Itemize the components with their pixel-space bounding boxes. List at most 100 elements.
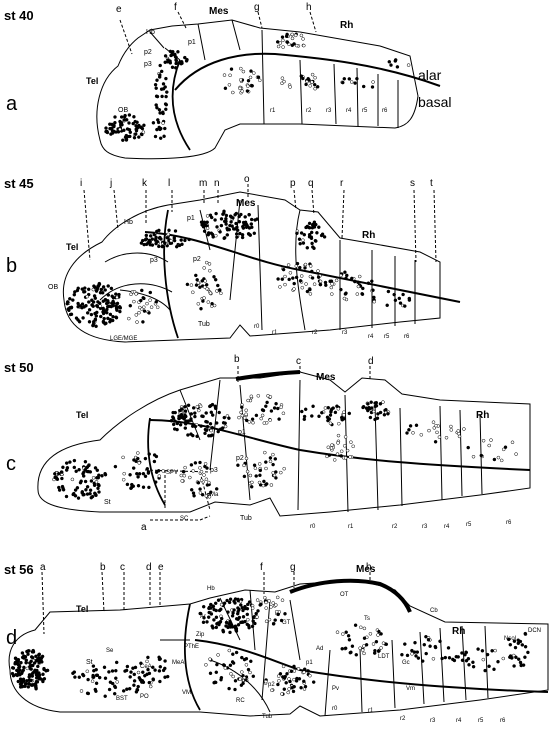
filled-cell-dot (140, 288, 144, 293)
filled-cell-dot (157, 108, 162, 112)
filled-cell-dot (203, 427, 208, 432)
cell-marker-dots (10, 32, 530, 698)
filled-cell-dot (129, 486, 133, 491)
filled-cell-dot (85, 492, 90, 496)
filled-cell-dot (512, 639, 517, 643)
filled-cell-dot (328, 279, 332, 284)
open-cell-dot (342, 444, 347, 448)
open-cell-dot (157, 474, 162, 478)
filled-cell-dot (356, 280, 360, 285)
filled-cell-dot (261, 408, 266, 413)
rhombomere-r1-d: r1 (368, 708, 374, 714)
filled-cell-dot (106, 293, 111, 297)
open-cell-dot (209, 428, 213, 433)
filled-cell-dot (408, 424, 413, 428)
open-cell-dot (250, 480, 254, 485)
filled-cell-dot (241, 608, 245, 613)
filled-cell-dot (196, 481, 201, 485)
filled-cell-dot (302, 232, 307, 237)
filled-cell-dot (16, 679, 21, 684)
filled-cell-dot (187, 237, 191, 242)
filled-cell-dot (108, 680, 113, 684)
filled-cell-dot (374, 639, 379, 644)
filled-cell-dot (400, 652, 404, 657)
filled-cell-dot (405, 431, 409, 435)
filled-cell-dot (37, 673, 42, 677)
filled-cell-dot (304, 225, 308, 230)
rhombomere-r6-b: r6 (404, 334, 410, 340)
filled-cell-dot (447, 656, 452, 660)
region-p3-c: p3 (210, 467, 218, 474)
filled-cell-dot (311, 222, 315, 227)
open-cell-dot (189, 283, 194, 287)
open-cell-dot (302, 670, 306, 674)
filled-cell-dot (128, 675, 132, 679)
open-cell-dot (496, 455, 501, 460)
filled-cell-dot (41, 679, 45, 684)
filled-cell-dot (125, 687, 129, 691)
rhombomere-r4-b: r4 (368, 334, 374, 340)
open-cell-dot (487, 443, 491, 448)
filled-cell-dot (160, 244, 165, 249)
filled-cell-dot (154, 241, 158, 246)
open-cell-dot (456, 429, 461, 433)
open-cell-dot (312, 282, 317, 286)
filled-cell-dot (116, 130, 121, 134)
filled-cell-dot (110, 669, 115, 673)
filled-cell-dot (71, 298, 75, 302)
filled-cell-dot (193, 411, 197, 415)
filled-cell-dot (240, 655, 244, 660)
filled-cell-dot (103, 298, 108, 302)
filled-cell-dot (65, 466, 70, 470)
open-cell-dot (362, 644, 366, 648)
filled-cell-dot (208, 422, 213, 426)
open-cell-dot (204, 477, 209, 482)
filled-cell-dot (71, 492, 75, 497)
filled-cell-dot (179, 238, 183, 242)
open-cell-dot (248, 670, 252, 675)
panel-d (8, 571, 549, 717)
filled-cell-dot (17, 666, 21, 670)
filled-cell-dot (134, 459, 138, 464)
filled-cell-dot (414, 654, 418, 658)
region-p2-a: p2 (144, 49, 152, 56)
filled-cell-dot (344, 630, 348, 634)
section-q-b: q (308, 178, 314, 189)
open-cell-dot (137, 310, 141, 315)
section-d-c: d (368, 356, 374, 367)
open-cell-dot (449, 428, 454, 432)
filled-cell-dot (265, 400, 269, 405)
filled-cell-dot (387, 60, 392, 64)
filled-cell-dot (258, 468, 263, 473)
filled-cell-dot (413, 640, 417, 645)
open-cell-dot (360, 648, 365, 652)
section-n-b: n (214, 178, 220, 189)
filled-cell-dot (208, 671, 213, 676)
section-m-b: m (199, 178, 207, 189)
open-cell-dot (462, 427, 466, 431)
filled-cell-dot (407, 428, 411, 432)
filled-cell-dot (160, 94, 164, 99)
filled-cell-dot (318, 282, 323, 287)
open-cell-dot (489, 438, 493, 442)
region-tub-d: Tub (262, 714, 273, 720)
filled-cell-dot (324, 283, 328, 287)
filled-cell-dot (523, 644, 528, 649)
filled-cell-dot (373, 404, 378, 409)
open-cell-dot (262, 421, 267, 425)
filled-cell-dot (81, 474, 86, 478)
open-cell-dot (281, 664, 286, 669)
open-cell-dot (180, 479, 184, 483)
filled-cell-dot (83, 467, 88, 472)
open-cell-dot (244, 456, 249, 461)
filled-cell-dot (141, 471, 146, 476)
filled-cell-dot (492, 457, 497, 462)
filled-cell-dot (132, 115, 136, 119)
open-cell-dot (257, 462, 262, 466)
filled-cell-dot (56, 471, 61, 476)
filled-cell-dot (373, 401, 377, 405)
filled-cell-dot (300, 409, 304, 414)
open-cell-dot (343, 456, 348, 460)
open-cell-dot (481, 438, 486, 443)
filled-cell-dot (198, 487, 202, 491)
